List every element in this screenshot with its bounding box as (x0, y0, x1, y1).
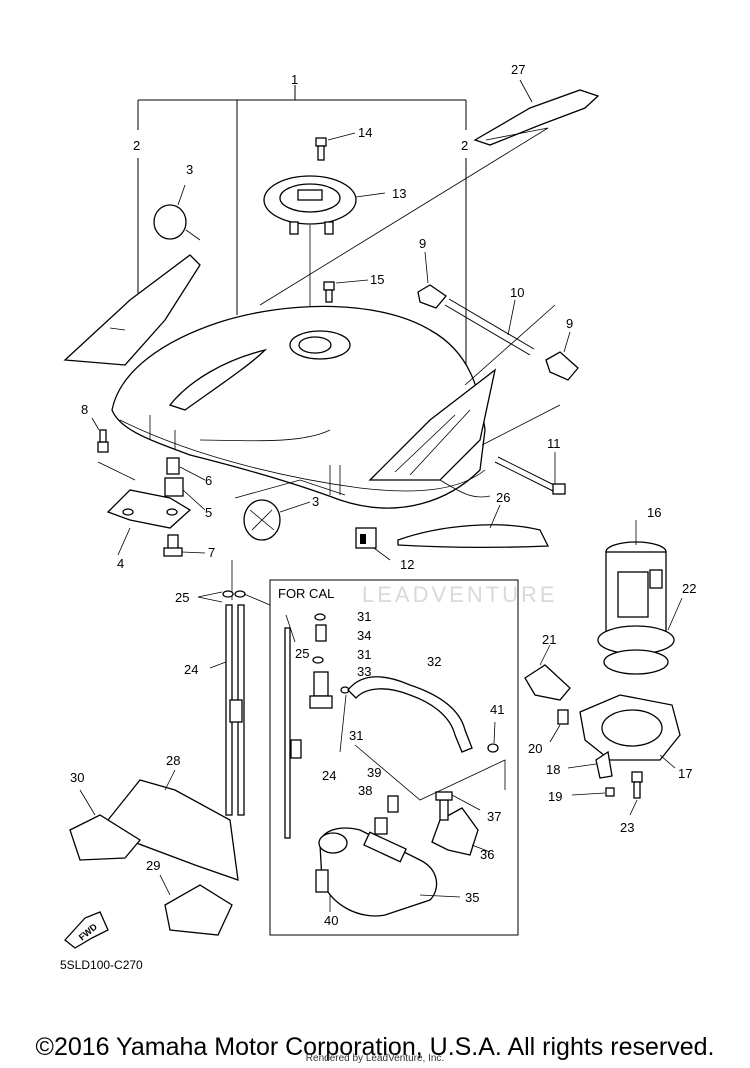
watermark: LEADVENTURE (362, 582, 558, 607)
callout-33: 33 (357, 664, 371, 679)
callout-37: 37 (487, 809, 501, 824)
callout-24: 24 (184, 662, 198, 677)
part-9-damper-b (545, 331, 579, 381)
callout-3: 3 (186, 162, 193, 177)
callout-29: 29 (146, 858, 160, 873)
part-20-bolt (549, 709, 569, 743)
part-27-trim (259, 79, 600, 306)
callout-31: 31 (357, 609, 371, 624)
callout-11: 11 (547, 436, 561, 451)
part-18-clamp (567, 750, 613, 779)
part-16-fuel-pump (597, 520, 675, 675)
part-3-emblem (153, 184, 201, 241)
callout-1: 1 (291, 72, 298, 87)
part-25-clips-left (197, 590, 246, 603)
callout-41: 41 (490, 702, 504, 717)
part-10-collar (444, 298, 535, 356)
part-13-fuel-cap (263, 175, 386, 330)
callout-17: 17 (678, 766, 692, 781)
callout-28: 28 (166, 753, 180, 768)
callout-2: 2 (133, 138, 140, 153)
callout-15: 15 (370, 272, 384, 287)
callout-30: 30 (70, 770, 84, 785)
part-5-grommet (164, 477, 206, 511)
callout-34: 34 (357, 628, 371, 643)
part-17-plate (579, 694, 681, 769)
callout-40: 40 (324, 913, 338, 928)
callout-8: 8 (81, 402, 88, 417)
callout-26: 26 (496, 490, 510, 505)
part-23-bolt (629, 771, 643, 816)
part-3-emblem-lower (234, 479, 346, 541)
part-9-damper-a (417, 251, 447, 309)
callout-14: 14 (358, 125, 372, 140)
callout-12: 12 (400, 557, 414, 572)
fwd-arrow-icon (64, 911, 109, 949)
callout-10: 10 (510, 285, 524, 300)
callout-2: 2 (461, 138, 468, 153)
callout-6: 6 (205, 473, 212, 488)
fuel-tank-body (111, 305, 497, 509)
callout-19: 19 (548, 789, 562, 804)
copyright-notice: ©2016 Yamaha Motor Corporation, U.S.A. A… (35, 1033, 715, 1061)
part-30-cover (69, 789, 141, 861)
part-4-bracket (106, 489, 192, 556)
part-24-hose-left (209, 560, 245, 816)
part-21-sensor (524, 644, 571, 701)
callout-13: 13 (392, 186, 406, 201)
callout-16: 16 (647, 505, 661, 520)
part-26-trim (397, 504, 550, 549)
part-14-bolt (315, 132, 356, 161)
callout-31: 31 (349, 728, 363, 743)
part-19-screw (571, 787, 615, 797)
callout-4: 4 (117, 556, 124, 571)
callout-23: 23 (620, 820, 634, 835)
callout-35: 35 (465, 890, 479, 905)
part-7-bolt (163, 534, 206, 557)
part-11-bolt (494, 452, 566, 495)
callout-18: 18 (546, 762, 560, 777)
callout-9: 9 (566, 316, 573, 331)
part-12-clip (355, 527, 391, 561)
callout-38: 38 (358, 783, 372, 798)
rendered-by-credit: Rendered by LeadVenture, Inc. (305, 1053, 445, 1064)
callout-labels: 1 2 2 3 3 4 5 6 7 8 9 9 10 11 12 13 14 1… (70, 62, 696, 942)
callout-31: 31 (357, 647, 371, 662)
callout-27: 27 (511, 62, 525, 77)
part-6-collar (166, 457, 206, 481)
part-29-cover (159, 874, 233, 936)
part-28-cover (98, 769, 239, 881)
callout-9: 9 (419, 236, 426, 251)
callout-21: 21 (542, 632, 556, 647)
callout-3: 3 (312, 494, 319, 509)
part-15-bolt (323, 279, 369, 303)
for-cal-label: FOR CAL (278, 586, 335, 601)
bracket-lines (137, 85, 467, 415)
callout-36: 36 (480, 847, 494, 862)
diagram-code: 5SLD100-C270 (60, 958, 143, 972)
part-2-side-panel (63, 254, 201, 366)
callout-25: 25 (175, 590, 189, 605)
callout-25: 25 (295, 646, 309, 661)
callout-7: 7 (208, 545, 215, 560)
for-cal-inset (243, 579, 519, 936)
callout-39: 39 (367, 765, 381, 780)
callout-32: 32 (427, 654, 441, 669)
callout-22: 22 (682, 581, 696, 596)
part-8-bolt (91, 417, 136, 481)
callout-24: 24 (322, 768, 336, 783)
callout-5: 5 (205, 505, 212, 520)
part-22-strainer (667, 597, 683, 631)
callout-20: 20 (528, 741, 542, 756)
